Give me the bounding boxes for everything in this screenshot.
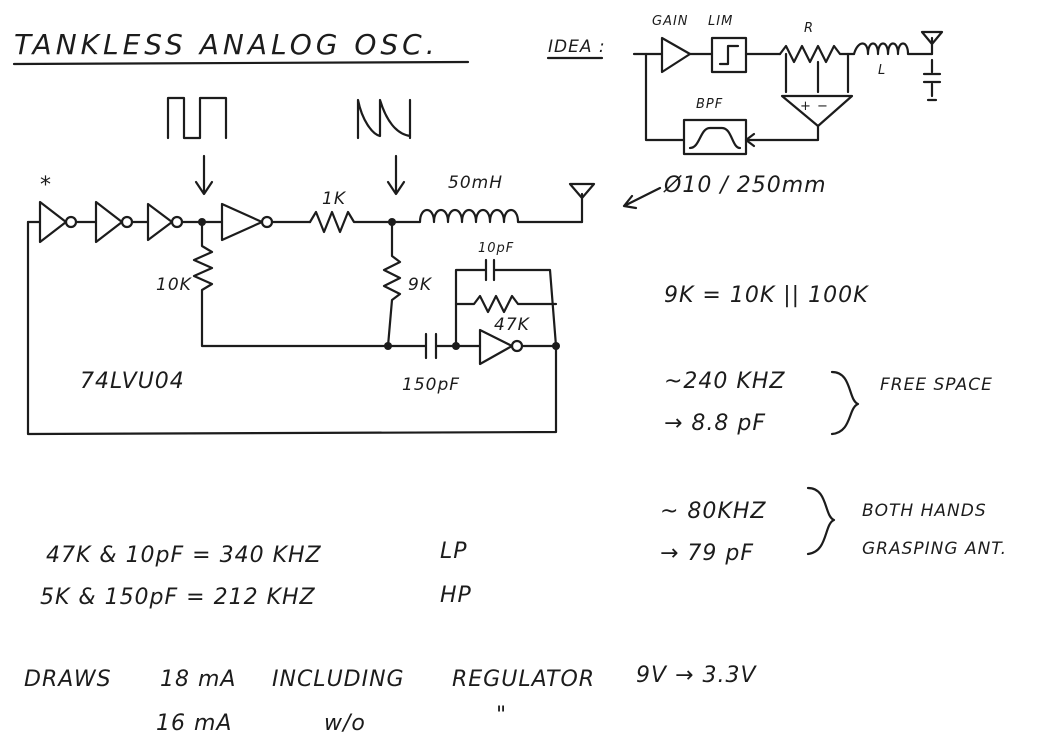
inductor-50mh bbox=[390, 208, 584, 224]
inverter-bubble bbox=[510, 339, 524, 353]
idea-inductor bbox=[852, 42, 934, 56]
hands-freq: ~ 80KHZ bbox=[660, 499, 766, 524]
voltage-note: 9V → 3.3V bbox=[636, 663, 757, 688]
idea-label: IDEA : bbox=[548, 37, 606, 57]
inverter-3 bbox=[146, 202, 174, 242]
square-wave-icon bbox=[166, 96, 228, 140]
diff-amp-signs: + − bbox=[800, 99, 829, 114]
diff-bpf-wire bbox=[744, 124, 820, 142]
inverter-5 bbox=[478, 328, 514, 366]
resistor-10k bbox=[192, 220, 390, 348]
draw-current-2: 16 mA bbox=[156, 711, 232, 736]
ic-part-number: 74LVU04 bbox=[80, 369, 185, 394]
resistor-9k-label: 9K bbox=[408, 275, 433, 295]
resistor-1k-label: 1K bbox=[322, 189, 347, 209]
feedback-loop-wire bbox=[26, 220, 558, 436]
lim-label: LIM bbox=[708, 14, 733, 29]
diff-amp-symbol bbox=[780, 94, 854, 128]
arrow-icon bbox=[386, 154, 406, 196]
inverter-bubble bbox=[170, 215, 184, 229]
arrow-icon bbox=[194, 154, 214, 196]
capacitor-10pf-label: 10pF bbox=[478, 241, 514, 256]
hp-calc: 5K & 150pF = 212 KHZ bbox=[40, 585, 316, 610]
diff-amp-taps bbox=[784, 52, 850, 94]
draw-current-1: 18 mA bbox=[160, 667, 236, 692]
star-marker: * bbox=[40, 173, 52, 198]
idea-antenna-icon bbox=[920, 30, 944, 56]
idea-capacitor-ground-icon bbox=[922, 58, 942, 102]
title-underline bbox=[12, 60, 470, 66]
inverter-2 bbox=[94, 200, 124, 244]
gain-amplifier-symbol bbox=[660, 36, 692, 74]
brace-icon bbox=[830, 370, 860, 436]
hands-cap: → 79 pF bbox=[660, 541, 754, 566]
capacitor-150pf-label: 150pF bbox=[402, 375, 460, 395]
brace-icon bbox=[806, 486, 836, 556]
capacitor-10pf bbox=[454, 258, 558, 348]
parallel-note: 9K = 10K || 100K bbox=[664, 283, 869, 308]
resistor-9k bbox=[382, 220, 402, 348]
bpf-box bbox=[682, 118, 748, 156]
idea-resistor bbox=[778, 44, 856, 64]
hands-label-1: BOTH HANDS bbox=[862, 501, 987, 521]
distorted-wave-icon bbox=[356, 98, 412, 140]
inverter-bubble bbox=[64, 215, 78, 229]
including-label: INCLUDING bbox=[272, 667, 405, 692]
l-label: L bbox=[878, 63, 886, 78]
inverter-bubble bbox=[260, 215, 274, 229]
lp-calc: 47K & 10pF = 340 KHZ bbox=[46, 543, 322, 568]
hp-tag: HP bbox=[440, 583, 472, 608]
regulator-label: REGULATOR bbox=[452, 667, 595, 692]
resistor-1k bbox=[308, 210, 394, 234]
hands-label-2: GRASPING ANT. bbox=[862, 539, 1007, 559]
lp-tag: LP bbox=[440, 539, 468, 564]
antenna-note: Ø10 / 250mm bbox=[663, 173, 827, 198]
resistor-47k-label: 47K bbox=[494, 315, 531, 335]
r-label: R bbox=[804, 21, 814, 36]
free-space-freq: ~240 KHZ bbox=[664, 369, 785, 394]
sheet-title: TANKLESS ANALOG OSC. bbox=[14, 28, 439, 61]
bpf-feedback-wire bbox=[644, 52, 686, 142]
bpf-label: BPF bbox=[696, 97, 723, 112]
capacitor-150pf bbox=[386, 332, 458, 360]
inverter-4 bbox=[220, 202, 264, 242]
free-space-label: FREE SPACE bbox=[880, 375, 993, 395]
inverter-1 bbox=[38, 200, 68, 244]
resistor-47k bbox=[454, 294, 558, 314]
gain-label: GAIN bbox=[652, 14, 689, 29]
limiter-step-icon bbox=[718, 44, 740, 66]
ditto-mark: " bbox=[496, 703, 507, 728]
arrow-icon bbox=[622, 186, 662, 210]
bpf-curve-icon bbox=[688, 126, 742, 150]
without-label: w/o bbox=[324, 711, 366, 736]
inductor-label: 50mH bbox=[448, 173, 503, 193]
antenna-icon bbox=[568, 182, 596, 224]
resistor-10k-label: 10K bbox=[156, 275, 193, 295]
free-space-cap: → 8.8 pF bbox=[664, 411, 766, 436]
draws-label: DRAWS bbox=[24, 667, 112, 692]
inverter-bubble bbox=[120, 215, 134, 229]
